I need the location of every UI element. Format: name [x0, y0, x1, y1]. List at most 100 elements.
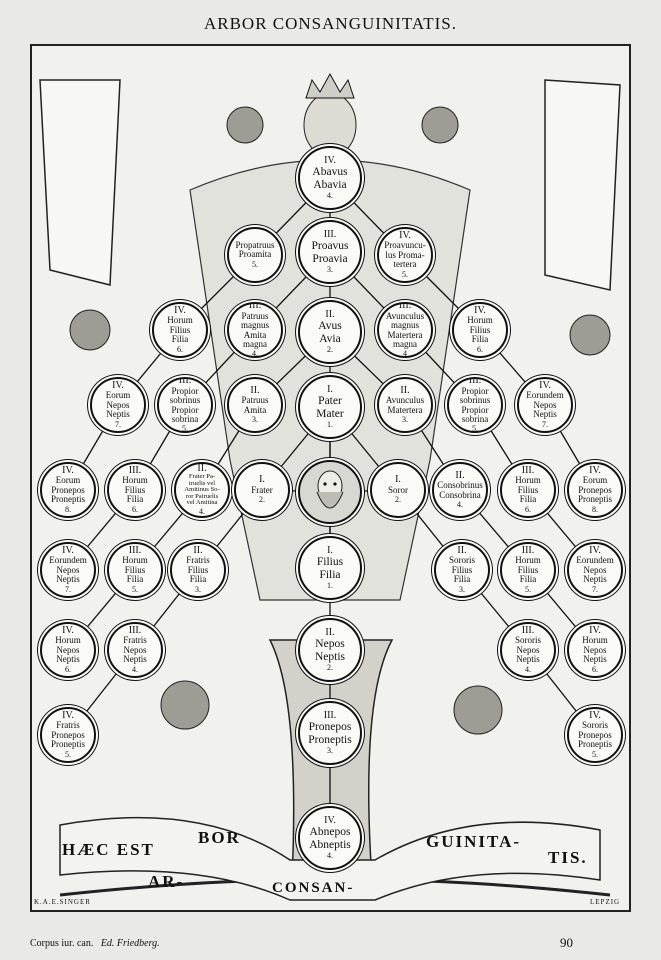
- degree-label: III.: [521, 624, 535, 636]
- civil-degree-number: 8.: [592, 504, 598, 514]
- crown-icon: [305, 72, 355, 99]
- civil-degree-number: 2.: [395, 495, 401, 505]
- civil-degree-number: 4.: [327, 850, 333, 860]
- degree-label: IV.: [112, 379, 124, 391]
- civil-degree-number: 4.: [525, 664, 531, 674]
- degree-label: III.: [323, 709, 337, 721]
- degree-label: IV.: [589, 464, 601, 476]
- relation-label: Horum Filius Filia: [515, 555, 541, 585]
- banner-word-3: BOR: [198, 828, 241, 847]
- degree-label: I.: [395, 474, 401, 486]
- relation-label: Avunculus magnus Matertera magna: [385, 310, 425, 349]
- relation-label: Horum Filius Filia: [122, 555, 148, 585]
- relation-label: Horum Nepos Neptis: [582, 635, 608, 665]
- relation-label: Eorum Pronepos Proneptis: [50, 475, 85, 505]
- degree-label: IV.: [539, 379, 551, 391]
- degree-label: IV.: [62, 709, 74, 721]
- relation-label: Patruus Amita: [241, 395, 269, 415]
- relation-label: Fratris Nepos Neptis: [123, 635, 147, 665]
- civil-degree-number: 3.: [252, 414, 258, 424]
- degree-label: IV.: [62, 464, 74, 476]
- banner-word-4: CONSAN-: [272, 880, 355, 896]
- civil-degree-number: 6.: [132, 504, 138, 514]
- civil-degree-number: 4.: [199, 507, 205, 517]
- relation-label: Fratris Pronepos Proneptis: [50, 720, 85, 750]
- civil-degree-number: 5.: [65, 749, 71, 759]
- left-scroll: [39, 79, 121, 286]
- degree-label: IV.: [324, 154, 336, 166]
- degree-label: I.: [259, 474, 265, 486]
- degree-label: II.: [250, 384, 260, 396]
- relation-label: Sororis Filius Filia: [448, 555, 475, 585]
- banner-word-2: AR-: [148, 872, 185, 891]
- relation-label: Propatruus Proamita: [235, 239, 275, 260]
- civil-degree-number: 5.: [182, 424, 188, 433]
- civil-degree-number: 6.: [592, 664, 598, 674]
- grapes-decoration: [69, 106, 611, 735]
- civil-degree-number: 3.: [402, 414, 408, 424]
- degree-label: III.: [398, 302, 412, 312]
- civil-degree-number: 5.: [472, 424, 478, 433]
- relation-label: Sororis Pronepos Proneptis: [577, 720, 612, 750]
- civil-degree-number: 7.: [115, 419, 121, 429]
- kinship-node-frater-patruelis: II.Frater Pa- truelis vel Amitinus So- r…: [174, 462, 230, 518]
- relation-label: Horum Filius Filia: [122, 475, 148, 505]
- relation-label: Fratris Filius Filia: [186, 555, 210, 585]
- degree-label: III.: [468, 377, 482, 387]
- degree-label: II.: [400, 384, 410, 396]
- relation-label: Pronepos Proneptis: [308, 721, 352, 746]
- civil-degree-number: 5.: [252, 259, 258, 269]
- civil-degree-number: 6.: [177, 344, 183, 354]
- degree-label: IV.: [399, 229, 411, 241]
- relation-label: Avunculus Matertera: [385, 395, 425, 415]
- relation-label: Abavus Abavia: [312, 166, 348, 191]
- civil-degree-number: 2.: [327, 344, 333, 354]
- civil-degree-number: 5.: [592, 749, 598, 759]
- relation-label: Sororis Nepos Neptis: [514, 635, 541, 665]
- relation-label: Eorundem Nepos Neptis: [526, 390, 564, 420]
- civil-degree-number: 3.: [327, 264, 333, 274]
- relation-label: Avus Avia: [318, 320, 342, 345]
- civil-degree-number: 7.: [542, 419, 548, 429]
- degree-label: III.: [128, 544, 142, 556]
- relation-label: Horum Filius Filia: [515, 475, 541, 505]
- civil-degree-number: 8.: [65, 504, 71, 514]
- relation-label: Frater Pa- truelis vel Amitinus So- ror …: [184, 473, 220, 507]
- relation-label: Pater Mater: [316, 395, 344, 420]
- civil-degree-number: 1.: [327, 580, 333, 590]
- civil-degree-number: 2.: [259, 495, 265, 505]
- civil-degree-number: 1.: [327, 419, 333, 429]
- degree-label: III.: [128, 464, 142, 476]
- degree-label: II.: [457, 544, 467, 556]
- relation-label: Abnepos Abneptis: [309, 826, 351, 851]
- civil-degree-number: 4.: [252, 349, 258, 358]
- relation-label: Eorum Pronepos Proneptis: [577, 475, 612, 505]
- degree-label: IV.: [474, 304, 486, 316]
- relation-label: Eorundem Nepos Neptis: [576, 555, 614, 585]
- relation-label: Horum Filius Filia: [167, 315, 193, 345]
